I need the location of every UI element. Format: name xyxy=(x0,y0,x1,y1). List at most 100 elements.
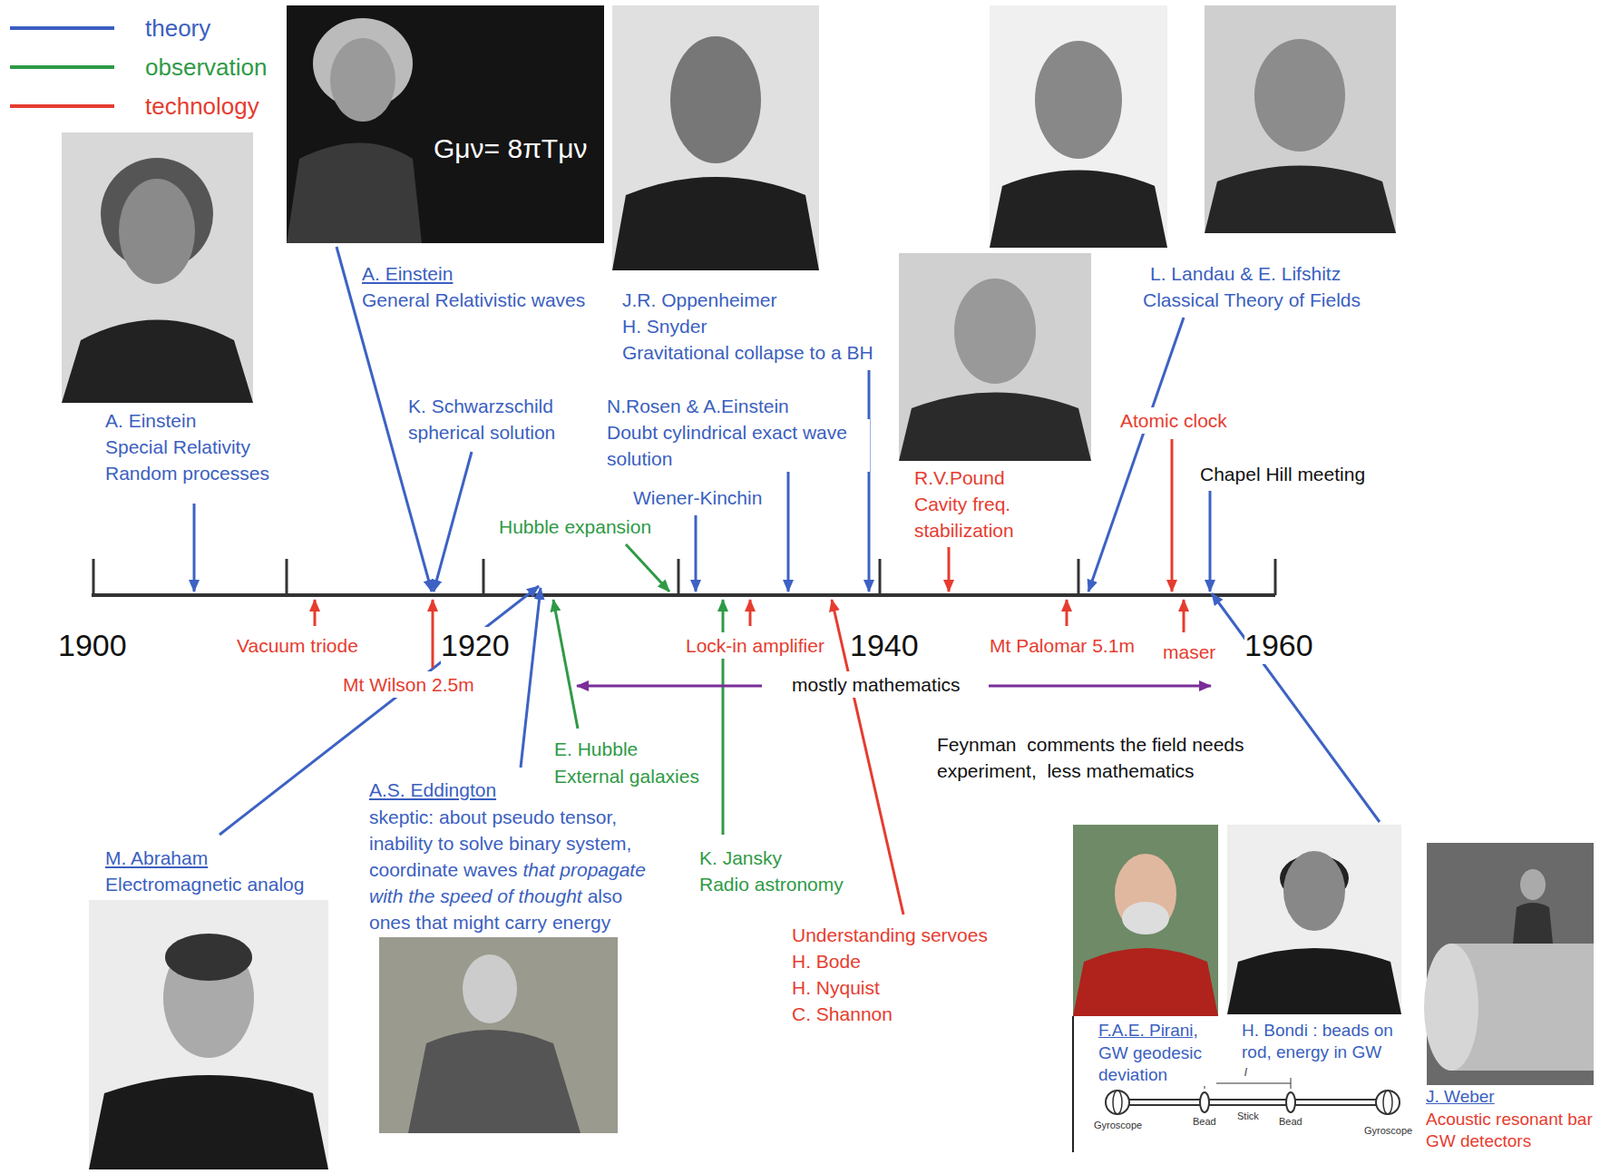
photo-figure xyxy=(165,933,253,981)
photo-figure xyxy=(612,176,820,271)
leader-arrow xyxy=(1088,317,1184,592)
person-name: R.V.Pound xyxy=(914,464,1005,491)
photo-figure xyxy=(1204,165,1396,235)
leader-arrow xyxy=(433,451,472,592)
year-label: 1900 xyxy=(58,626,127,664)
frame-line xyxy=(1072,1015,1074,1152)
photo-figure xyxy=(408,1029,581,1133)
theory-note: Electromagnetic analog xyxy=(105,870,304,898)
portrait-photo xyxy=(612,5,820,271)
gyroscope xyxy=(1375,1090,1400,1114)
technology-note: Cavity freq. stabilization xyxy=(914,490,1025,544)
photo-ground xyxy=(1073,824,1219,1016)
photo-figure xyxy=(1520,868,1546,900)
photo-ground xyxy=(612,5,820,271)
photo-figure xyxy=(1254,39,1346,152)
technology-note: Lock-in amplifier xyxy=(685,632,825,659)
theory-arrows xyxy=(194,246,1380,835)
part-label: Gyroscope xyxy=(1364,1124,1413,1137)
photo-figure xyxy=(989,170,1168,249)
detector-photo xyxy=(1424,842,1594,1085)
person-name: E. Hubble xyxy=(554,735,638,762)
photo-figure xyxy=(286,143,422,244)
observation-arrows xyxy=(553,544,723,835)
observation-note: Radio astronomy xyxy=(699,870,844,898)
photo-figure xyxy=(898,392,1092,462)
axis-tick xyxy=(285,558,289,596)
photo-figure xyxy=(1283,850,1346,931)
year-label: 1920 xyxy=(440,626,510,664)
part-label: Stick xyxy=(1237,1110,1259,1122)
person-name: C. Shannon xyxy=(791,1000,893,1027)
technology-note: Atomic clock xyxy=(1120,407,1228,434)
legend-swatch xyxy=(9,104,115,108)
part-label: Bead xyxy=(1278,1115,1303,1128)
person-name: M. Abraham xyxy=(105,844,208,871)
photo-ground xyxy=(61,132,254,403)
theory-note: Special Relativity xyxy=(105,433,251,460)
photo-figure xyxy=(670,36,761,164)
photo-ground xyxy=(286,5,605,244)
photo-ground xyxy=(1227,824,1402,1015)
period-note: mostly mathematics xyxy=(791,671,961,698)
portrait-photo xyxy=(989,5,1168,248)
axis-tick xyxy=(878,558,882,596)
dimension-line xyxy=(1204,1082,1291,1084)
legend-swatch xyxy=(9,26,115,30)
gyroscope xyxy=(1383,1090,1393,1114)
photo-figure xyxy=(61,320,254,404)
portrait-photo xyxy=(88,899,329,1170)
portrait-photo xyxy=(1227,824,1402,1015)
leader-arrow xyxy=(431,599,435,668)
photo-figure xyxy=(954,278,1036,384)
portrait-photo xyxy=(286,5,605,244)
axis-tick xyxy=(92,558,96,596)
leader-arrow xyxy=(1170,439,1174,592)
bead xyxy=(1200,1092,1210,1113)
leader-arrow xyxy=(313,599,317,626)
part-label: Gyroscope xyxy=(1093,1119,1142,1132)
leader-arrow xyxy=(625,544,670,592)
theory-note: spherical solution xyxy=(408,419,556,446)
legend-text: technology xyxy=(145,89,260,123)
photo-figure xyxy=(1121,901,1170,935)
photo-ground xyxy=(88,899,329,1170)
portrait-photo xyxy=(1073,824,1219,1016)
leader-arrow xyxy=(1209,490,1212,592)
theory-note: Wiener-Kinchin xyxy=(633,484,762,511)
rod xyxy=(1129,1103,1376,1106)
photo-figure xyxy=(118,178,196,284)
dimension-label: l xyxy=(1244,1065,1248,1079)
year-label: 1960 xyxy=(1244,626,1314,664)
photo-ground xyxy=(898,253,1092,461)
observation-note: External galaxies xyxy=(554,762,700,790)
technology-note: Acoustic resonant bar GW detectors xyxy=(1425,1108,1595,1152)
part-label: Bead xyxy=(1192,1115,1217,1128)
portrait-photo xyxy=(1204,5,1396,234)
axis-tick xyxy=(1077,558,1081,596)
theory-note: Random processes xyxy=(105,459,270,487)
leader-arrow xyxy=(219,585,539,835)
gyroscope xyxy=(1112,1090,1122,1114)
portrait-photo xyxy=(61,132,254,403)
person-name: L. Landau & E. Lifshitz xyxy=(1150,260,1341,287)
leader-arrow xyxy=(868,370,871,592)
leader-arrow xyxy=(553,599,578,729)
person-name: F.A.E. Pirani, xyxy=(1098,1019,1199,1042)
axis-tick xyxy=(1274,558,1278,596)
leader-arrow xyxy=(787,450,791,592)
leader-arrow xyxy=(193,503,196,592)
photo-ground xyxy=(1204,5,1396,234)
photo-ground xyxy=(379,936,618,1133)
leader-arrow xyxy=(1182,599,1186,633)
technology-note: maser xyxy=(1162,638,1216,665)
technology-note: Understanding servoes xyxy=(791,921,988,948)
comment-note: Feynman comments the field needs experim… xyxy=(936,731,1264,784)
text-block: skeptic: about pseudo tensor, inability … xyxy=(369,803,658,936)
person-name: A. Einstein xyxy=(105,407,196,434)
person-name: N.Rosen & A.Einstein xyxy=(606,392,790,420)
photo-ground xyxy=(989,5,1168,248)
theory-note: H. Bondi : beads on rod, energy in GW xyxy=(1241,1019,1410,1064)
person-name: A. Einstein xyxy=(361,260,453,287)
person-name: J.R. Oppenheimer xyxy=(622,286,777,313)
